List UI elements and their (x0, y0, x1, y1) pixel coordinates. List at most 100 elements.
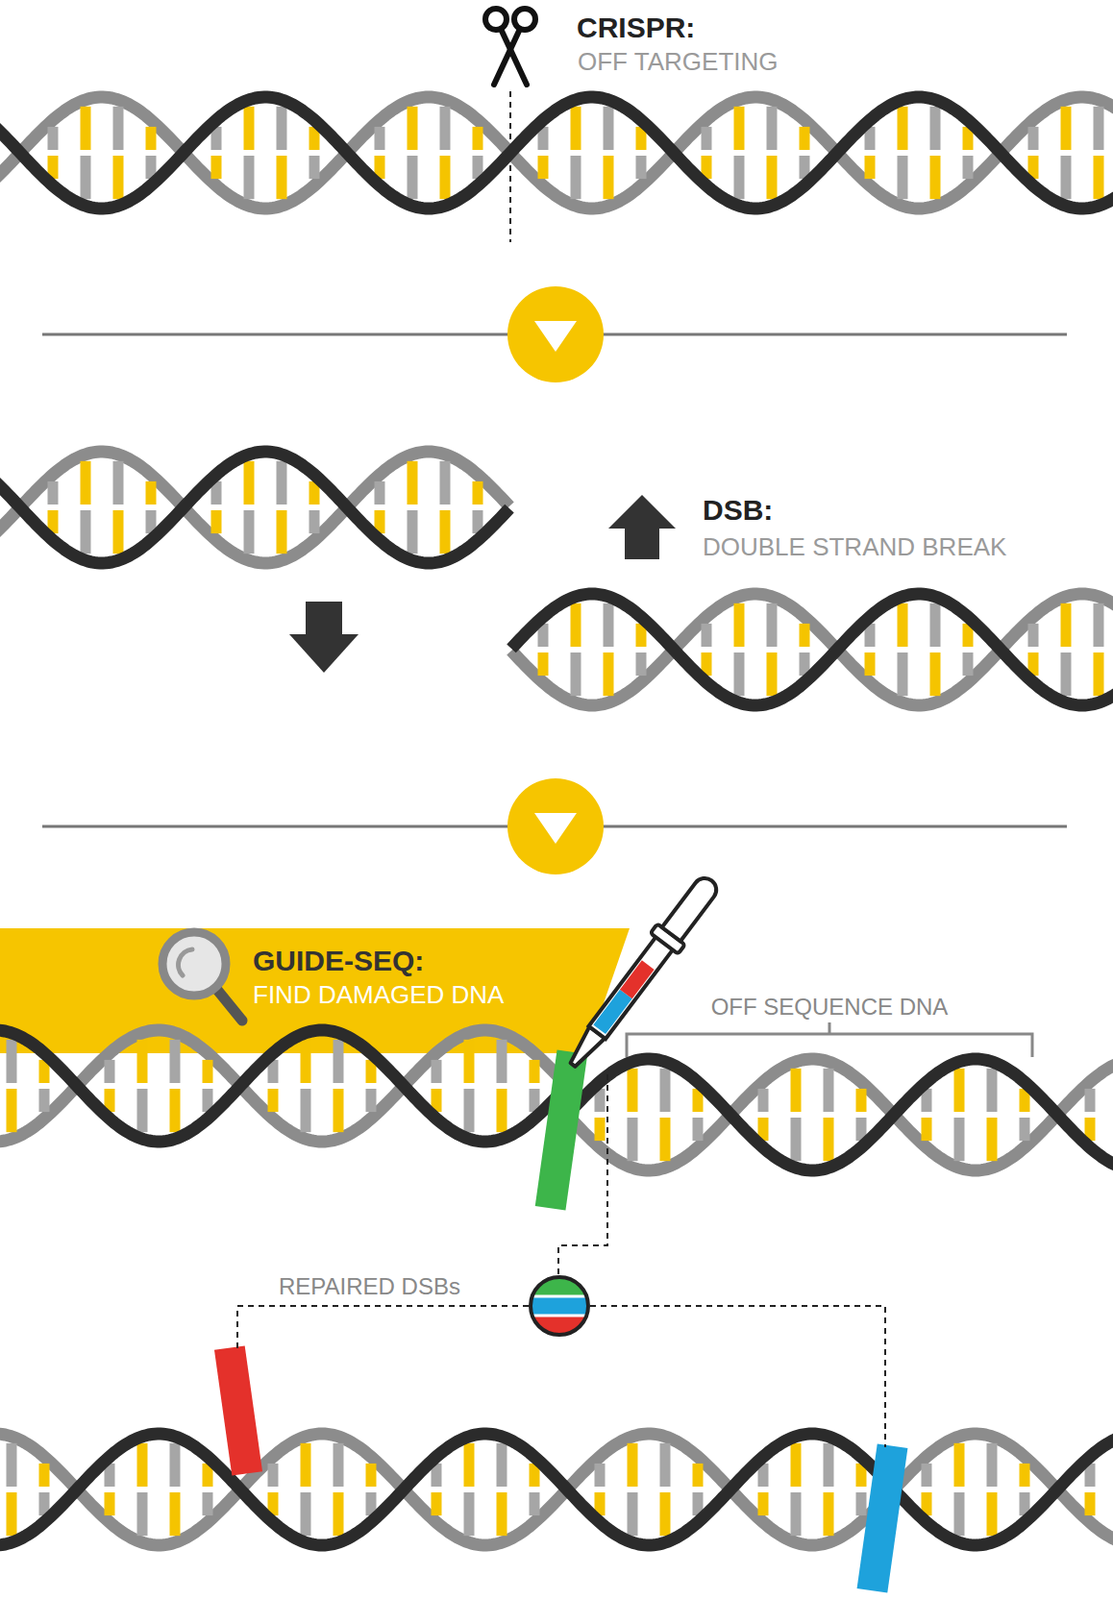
dna-strand (0, 97, 1113, 209)
base-pair (799, 623, 811, 647)
base-pair (570, 155, 582, 199)
leader-line (590, 1306, 886, 1448)
step-triangle (534, 813, 577, 844)
base-pair (6, 1443, 18, 1487)
base-pair (603, 106, 615, 150)
tricolour-badge (528, 1275, 591, 1337)
base-pair (407, 510, 419, 554)
dna-helix (0, 97, 1113, 209)
base-pair (170, 1039, 181, 1084)
base-pair (1061, 155, 1072, 199)
base-pair (1085, 1492, 1096, 1516)
base-pair (921, 1463, 933, 1487)
base-pair (113, 510, 124, 554)
base-pair (627, 1117, 639, 1162)
dna-helices (0, 97, 1113, 1546)
base-pair (1093, 155, 1105, 199)
dna-helix (511, 593, 1113, 706)
base-pair (692, 1117, 704, 1141)
base-pair (113, 461, 124, 505)
base-pair (80, 510, 92, 554)
base-pair (80, 461, 92, 505)
base-pair (104, 1492, 116, 1516)
down-arrow (289, 601, 359, 673)
base-pair (211, 155, 223, 179)
base-pair (333, 1088, 345, 1133)
dna-strand (511, 593, 1113, 706)
base-pair (766, 603, 778, 647)
base-pair (823, 1068, 835, 1113)
base-pair (472, 126, 484, 150)
base-pair (766, 106, 778, 150)
base-pair (930, 652, 941, 696)
base-pair (300, 1088, 312, 1133)
base-pair (897, 155, 909, 199)
base-pair (244, 461, 255, 505)
base-pair (113, 155, 124, 199)
base-pair (440, 461, 451, 505)
base-pair (930, 603, 941, 647)
green-tape (535, 1050, 589, 1212)
base-pair (603, 652, 615, 696)
base-pair (660, 1492, 671, 1536)
dna-strand (0, 1434, 1113, 1546)
dna-strand (563, 1059, 1113, 1171)
base-pair (300, 1492, 312, 1536)
base-pair (431, 1060, 443, 1084)
base-pair (496, 1039, 508, 1084)
dna-strand (0, 451, 510, 564)
base-pair (407, 106, 419, 150)
scissors-icon (485, 8, 536, 85)
base-pair (594, 1117, 606, 1141)
base-pair (268, 1088, 279, 1113)
base-pair (865, 652, 876, 676)
base-pair (472, 481, 484, 505)
base-pair (202, 1060, 214, 1084)
base-pair (987, 1117, 998, 1162)
base-pair (276, 510, 288, 554)
bracket (626, 1022, 1033, 1058)
base-pair (464, 1443, 475, 1487)
base-pair (137, 1443, 149, 1487)
base-pair (1093, 106, 1105, 150)
base-pair (374, 126, 386, 150)
base-pair (333, 1443, 345, 1487)
base-pair (268, 1463, 279, 1487)
base-pair (366, 1463, 377, 1487)
base-pair (758, 1492, 769, 1516)
dna-strand (0, 451, 510, 564)
base-pair (309, 155, 321, 179)
cut-line (509, 91, 512, 243)
base-pair (170, 1088, 181, 1133)
base-pair (627, 1492, 639, 1536)
base-pair (954, 1492, 965, 1536)
dna-helix (563, 1059, 1113, 1171)
base-pair (496, 1443, 508, 1487)
base-pair (407, 155, 419, 199)
base-pair (6, 1492, 18, 1536)
base-pair (104, 1060, 116, 1084)
base-pair (202, 1492, 214, 1516)
base-pair (1019, 1117, 1031, 1141)
base-pair (276, 106, 288, 150)
subheading-label: DOUBLE STRAND BREAK (702, 534, 1007, 560)
section-subtitle: FIND DAMAGED DNA (252, 982, 504, 1008)
base-pair (276, 155, 288, 199)
base-pair (538, 155, 549, 179)
leader-label: REPAIRED DSBs (278, 1275, 461, 1299)
base-pair (6, 1039, 18, 1084)
base-pair (570, 603, 582, 647)
base-pair (80, 155, 92, 199)
dna-strand (0, 1434, 1113, 1546)
base-pair (766, 652, 778, 696)
base-pair (692, 1463, 704, 1487)
base-pair (276, 461, 288, 505)
base-pair (791, 1492, 802, 1536)
base-pair (1028, 623, 1039, 647)
base-pair (734, 155, 745, 199)
step-circle (507, 286, 604, 383)
heading-label: CRISPR: (576, 13, 695, 43)
base-pair (734, 652, 745, 696)
base-pair (594, 1463, 606, 1487)
base-pair (570, 652, 582, 696)
